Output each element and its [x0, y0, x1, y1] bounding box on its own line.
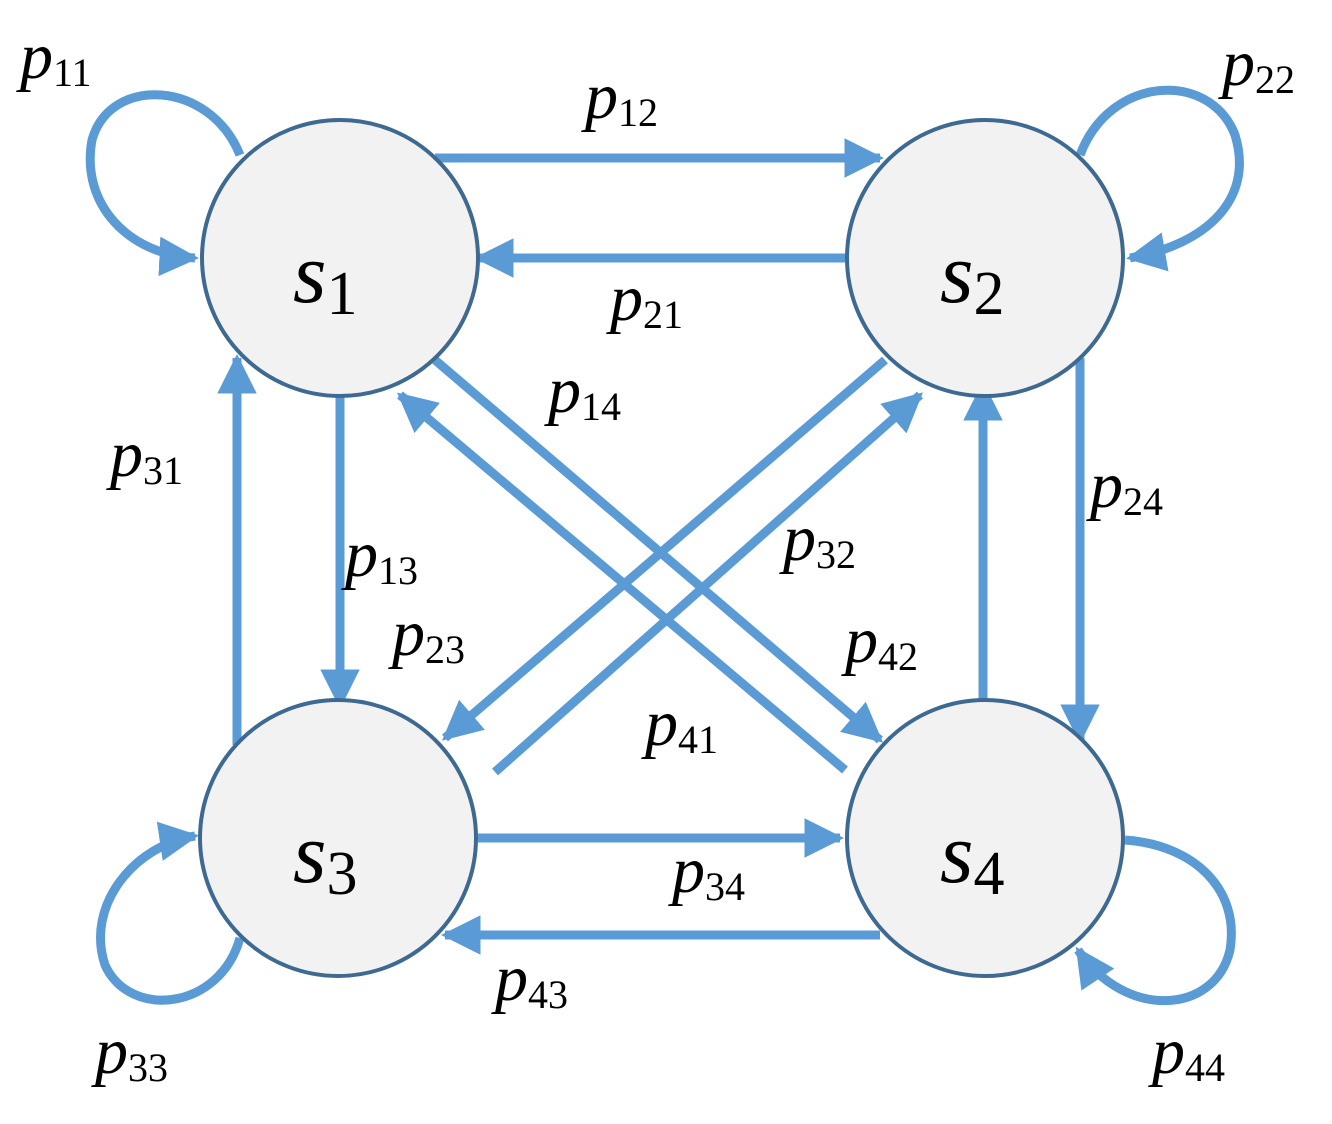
state-label: s3: [293, 805, 357, 908]
state-circle: [845, 118, 1125, 398]
state-node-s4: s4: [845, 698, 1125, 978]
state-node-s3: s3: [198, 698, 478, 978]
edge-label-p34: p34: [668, 834, 745, 909]
edge-label-p13: p13: [341, 518, 418, 593]
edge-p22: [1075, 85, 1244, 272]
nodes: s1 s2 s3 s4: [198, 118, 1125, 978]
edge-p23: [441, 356, 888, 742]
edge-labels: p11 p12 p21 p22 p13 p31 p14 p41 p23 p32 …: [16, 20, 1295, 1090]
state-node-s1: s1: [200, 118, 480, 398]
edges: [85, 85, 1244, 1006]
edge-label-p14: p14: [544, 354, 621, 429]
edge-label-p44: p44: [1148, 1015, 1225, 1090]
edge-p11: [85, 90, 245, 277]
edge-p44: [1074, 835, 1236, 1006]
state-label: s1: [293, 225, 357, 328]
edge-label-p41: p41: [641, 687, 718, 762]
edge-label-p43: p43: [491, 942, 568, 1017]
edge-label-p31: p31: [106, 418, 183, 493]
state-circle: [200, 118, 480, 398]
edge-label-p33: p33: [91, 1015, 168, 1090]
state-label: s4: [940, 805, 1004, 908]
edge-label-p23: p23: [388, 597, 465, 672]
edge-label-p32: p32: [779, 502, 856, 577]
edge-label-p42: p42: [841, 604, 918, 679]
state-circle: [198, 698, 478, 978]
edge-label-p11: p11: [16, 20, 92, 95]
edge-p32: [492, 391, 923, 776]
state-node-s2: s2: [845, 118, 1125, 398]
edge-p33: [96, 821, 245, 1005]
edge-label-p22: p22: [1218, 27, 1295, 102]
edge-label-p12: p12: [581, 60, 658, 135]
edge-label-p24: p24: [1086, 449, 1163, 524]
edge-label-p21: p21: [606, 262, 683, 337]
state-label: s2: [940, 225, 1004, 328]
state-circle: [845, 698, 1125, 978]
